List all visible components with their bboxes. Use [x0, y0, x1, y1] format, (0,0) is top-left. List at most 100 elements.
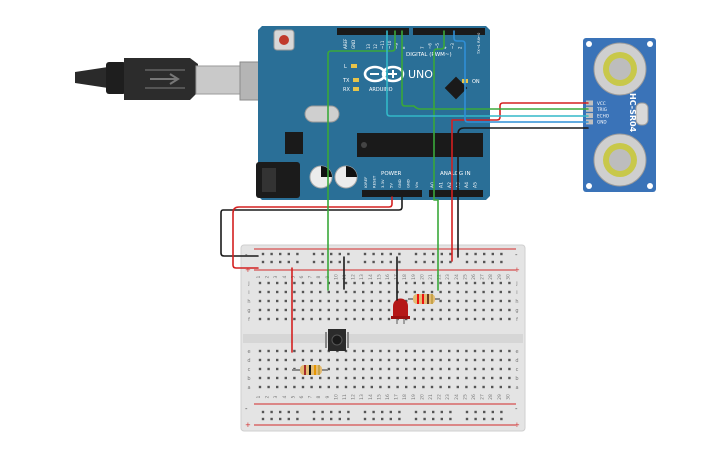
row-letter: a: [515, 385, 518, 391]
breadboard-hole: [387, 308, 391, 312]
column-number: 5: [290, 275, 296, 278]
column-number: 26: [471, 394, 477, 400]
breadboard-hole: [293, 317, 296, 321]
power-pin-label: 5V: [389, 183, 394, 188]
breadboard-hole: [319, 385, 322, 389]
breadboard-hole: [338, 410, 341, 414]
breadboard-hole: [439, 281, 442, 285]
breadboard-hole: [465, 317, 468, 321]
breadboard-hole: [267, 358, 270, 362]
breadboard-hole: [372, 417, 375, 421]
breadboard-hole: [344, 290, 348, 294]
led-label-on: ON: [472, 79, 480, 85]
digital-pin-label: ~6: [428, 43, 433, 49]
breadboard-hole: [379, 367, 382, 371]
breadboard-hole: [310, 349, 313, 353]
breadboard-hole: [473, 317, 477, 321]
breadboard-hole: [319, 317, 322, 321]
breadboard-hole: [279, 410, 282, 414]
breadboard-hole: [301, 349, 305, 353]
column-number: 18: [402, 394, 408, 400]
breadboard-hole: [301, 385, 305, 389]
breadboard-hole: [310, 317, 313, 321]
breadboard-hole: [379, 358, 382, 362]
rail-plus-bottom-right: +: [514, 421, 520, 429]
column-number: 26: [471, 274, 477, 280]
breadboard-hole: [301, 299, 305, 303]
breadboard-hole: [330, 260, 333, 264]
breadboard-hole: [456, 358, 459, 362]
breadboard-hole: [301, 376, 305, 380]
breadboard-hole: [310, 299, 313, 303]
breadboard-hole: [389, 410, 392, 414]
breadboard-hole: [387, 376, 391, 380]
breadboard-hole: [396, 358, 399, 362]
breadboard-hole: [473, 367, 477, 371]
breadboard-hole: [413, 376, 416, 380]
row-letter: g: [247, 308, 250, 314]
breadboard-hole: [363, 417, 367, 421]
breadboard-hole: [362, 308, 365, 312]
row-letter: e: [247, 349, 250, 355]
row-letter: f: [516, 317, 518, 323]
breadboard-hole: [319, 290, 322, 294]
column-number: 25: [462, 394, 468, 400]
label-analog: ANALOG IN: [440, 171, 471, 177]
breadboard-hole: [344, 358, 348, 362]
breadboard-hole: [379, 385, 382, 389]
breadboard-hole: [500, 417, 503, 421]
column-number: 27: [480, 274, 486, 280]
breadboard-hole: [370, 358, 373, 362]
breadboard-hole: [449, 410, 452, 414]
breadboard-hole: [327, 299, 330, 303]
column-number: 4: [282, 275, 288, 278]
breadboard: - + - + - + - + 112233445566778899101011…: [240, 244, 526, 432]
push-button[interactable]: [325, 329, 349, 351]
rail-minus-bottom-right: -: [515, 405, 518, 413]
breadboard-hole: [405, 349, 408, 353]
breadboard-hole: [347, 260, 350, 264]
breadboard-hole: [372, 252, 375, 256]
breadboard-hole: [474, 417, 477, 421]
breadboard-hole: [370, 299, 373, 303]
breadboard-hole: [422, 317, 425, 321]
column-number: 16: [385, 274, 391, 280]
row-letter: b: [247, 376, 250, 382]
breadboard-hole: [379, 349, 382, 353]
breadboard-hole: [258, 376, 262, 380]
breadboard-hole: [381, 260, 384, 264]
breadboard-hole: [465, 308, 468, 312]
breadboard-hole: [398, 410, 401, 414]
breadboard-hole: [336, 367, 339, 371]
arduino-logo: [363, 65, 405, 83]
breadboard-hole: [347, 417, 350, 421]
breadboard-hole: [327, 367, 330, 371]
led-rx: [353, 87, 359, 91]
breadboard-hole: [258, 385, 262, 389]
wire-black-sensor-gnd: [457, 127, 589, 258]
breadboard-hole: [301, 358, 305, 362]
breadboard-hole: [474, 252, 477, 256]
column-number: 10: [333, 394, 339, 400]
breadboard-hole: [279, 252, 282, 256]
breadboard-hole: [414, 410, 418, 414]
breadboard-hole: [287, 417, 290, 421]
breadboard-hole: [276, 317, 279, 321]
breadboard-hole: [312, 252, 316, 256]
usb-cable-metal-connector: [195, 65, 241, 95]
breadboard-hole: [508, 349, 511, 353]
column-number: 1: [256, 275, 262, 278]
breadboard-hole: [430, 385, 434, 389]
breadboard-hole: [465, 281, 468, 285]
breadboard-hole: [276, 308, 279, 312]
column-number: 20: [419, 394, 425, 400]
wire-green-pin-to-led: [433, 30, 445, 291]
breadboard-hole: [362, 299, 365, 303]
column-number: 30: [505, 394, 511, 400]
breadboard-hole: [336, 317, 339, 321]
breadboard-hole: [432, 260, 435, 264]
breadboard-hole: [465, 367, 468, 371]
row-letter: g: [515, 308, 518, 314]
